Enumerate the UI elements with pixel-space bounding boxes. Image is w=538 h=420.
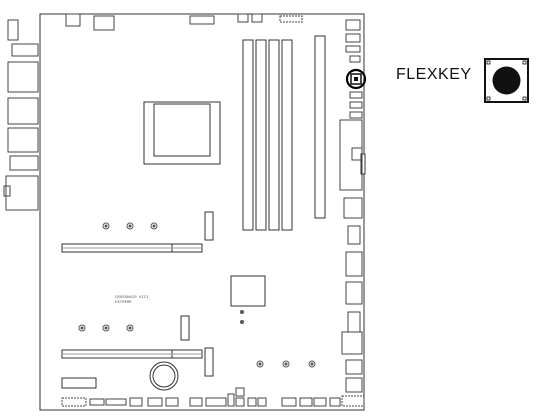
top-headers (65, 13, 303, 31)
upper-right-components (345, 19, 363, 119)
m2-slot-bottom (204, 347, 214, 377)
small-header-block (61, 377, 97, 389)
chipset (230, 275, 266, 307)
board-outline (39, 13, 365, 411)
cpu-socket (143, 101, 221, 165)
rear-io-ports (3, 19, 39, 211)
m2-slot-upper (204, 211, 214, 241)
push-button-icon (484, 58, 529, 103)
flexkey-button-on-board (345, 68, 367, 90)
cmos-battery (149, 361, 179, 391)
board-model-line1: CROSSHAIR VIII (115, 296, 149, 300)
mounting-holes-upper (102, 222, 158, 230)
board-model-line2: EXTREME (115, 301, 132, 305)
pcie-slot-1 (61, 243, 203, 253)
flexkey-highlight-circle (345, 68, 367, 90)
board-edge-notch (360, 153, 366, 175)
mounting-holes-lower (78, 310, 316, 368)
power-connector (314, 35, 326, 219)
pcie-slot-2 (61, 349, 203, 359)
flexkey-label: FLEXKEY (396, 66, 472, 83)
bottom-headers (61, 387, 365, 407)
dimm-slots (242, 39, 293, 231)
m2-slot-lower (180, 315, 190, 341)
right-side-connectors (339, 119, 363, 393)
